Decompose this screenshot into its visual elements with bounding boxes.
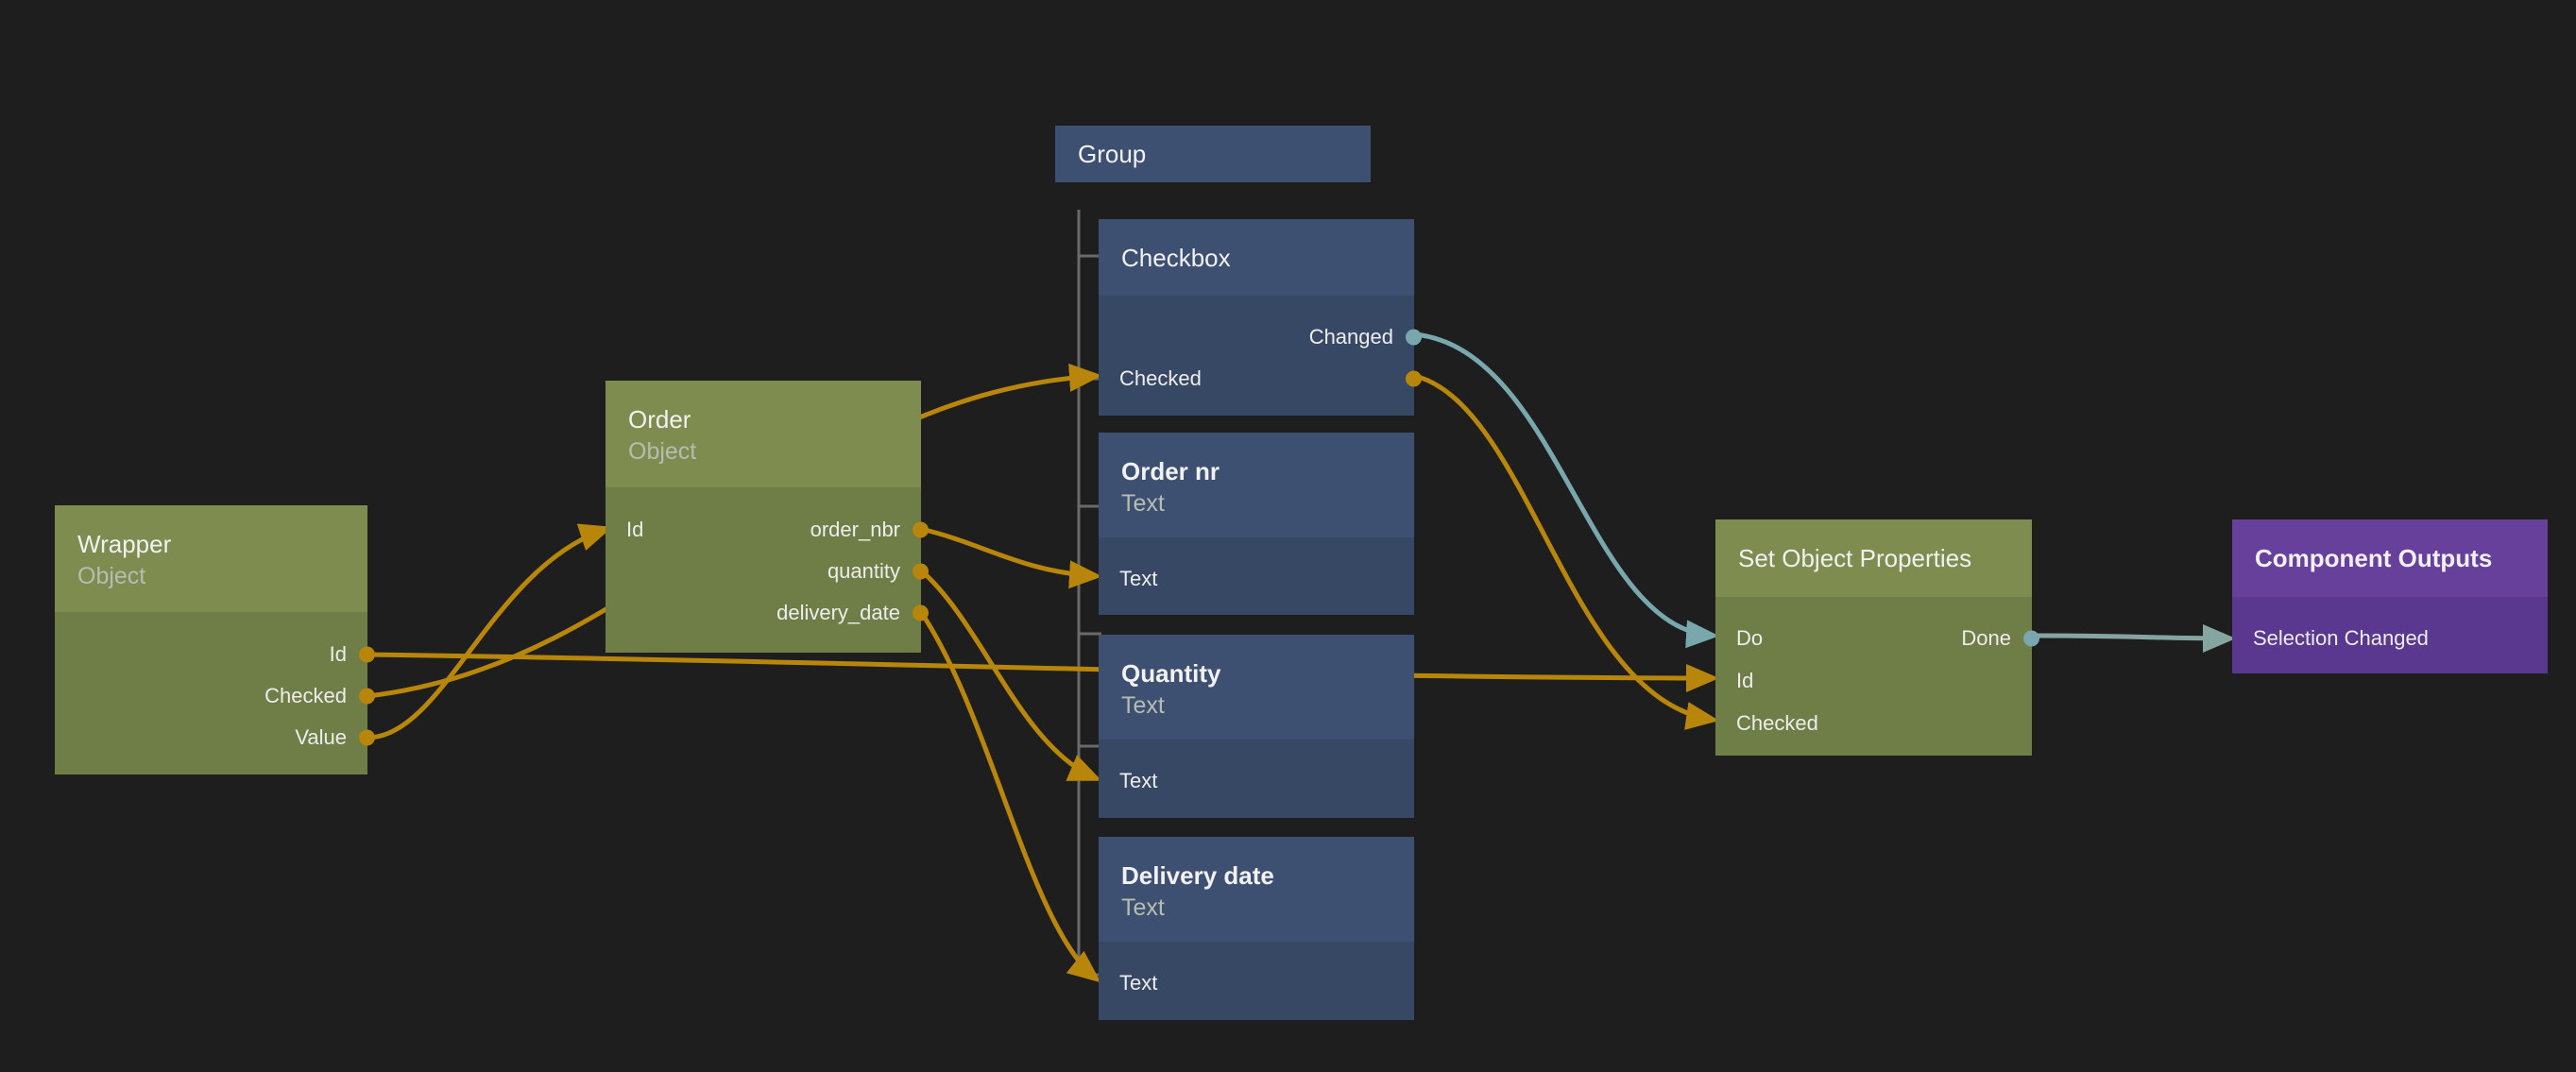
node-order-header: Order Object — [606, 381, 921, 487]
port-quantity-in-text[interactable]: Text — [1099, 769, 1414, 793]
node-order-nr-body: Text — [1099, 537, 1414, 615]
port-dot-order-nbr[interactable] — [913, 522, 929, 538]
port-dot-id[interactable] — [359, 647, 375, 663]
node-checkbox-body: Changed Checked — [1099, 296, 1414, 416]
node-set-object-properties-body: Do Done Id Checked — [1715, 597, 2032, 756]
node-order-body: Id order_nbr quantity delivery_date — [606, 487, 921, 653]
port-label-text: Text — [1119, 771, 1157, 791]
node-order[interactable]: Order Object Id order_nbr quantity deliv… — [606, 381, 921, 653]
node-set-object-properties-title: Set Object Properties — [1738, 544, 2009, 573]
port-order-nr-in-text[interactable]: Text — [1099, 567, 1414, 591]
node-component-outputs-body: Selection Changed — [2232, 597, 2548, 673]
node-set-object-properties-header: Set Object Properties — [1715, 519, 2032, 597]
port-label-text: Text — [1119, 973, 1157, 994]
node-delivery-date-title: Delivery date — [1121, 861, 1391, 891]
port-label-quantity: quantity — [827, 561, 900, 582]
edge-order-deliverydate-to-deliverydate-text — [921, 612, 1096, 978]
port-dot-quantity[interactable] — [913, 564, 929, 580]
edge-wrapper-id-to-sop-id — [367, 655, 1713, 678]
node-order-subtitle: Object — [628, 437, 898, 466]
port-checkbox-out-secondary[interactable] — [1099, 366, 1414, 391]
port-delivery-date-in-text[interactable]: Text — [1099, 971, 1414, 995]
node-wrapper-subtitle: Object — [77, 562, 345, 590]
port-sop-out-done[interactable]: Done — [1715, 626, 2032, 651]
edge-wrapper-value-to-order-id — [367, 529, 606, 738]
port-dot-checked[interactable] — [359, 689, 375, 705]
port-sop-in-id[interactable]: Id — [1715, 669, 2032, 693]
port-component-outputs-in-selection-changed[interactable]: Selection Changed — [2232, 626, 2548, 651]
port-order-out-delivery-date[interactable]: delivery_date — [606, 601, 921, 625]
port-checkbox-out-changed[interactable]: Changed — [1099, 325, 1414, 349]
node-delivery-date-body: Text — [1099, 942, 1414, 1020]
node-component-outputs[interactable]: Component Outputs Selection Changed — [2232, 519, 2548, 673]
port-label-changed: Changed — [1309, 327, 1393, 348]
port-dot-changed[interactable] — [1406, 330, 1422, 346]
node-component-outputs-header: Component Outputs — [2232, 519, 2548, 597]
edge-checkbox-changed-to-sop-do — [1415, 334, 1713, 636]
port-label-checked: Checked — [264, 686, 347, 706]
port-label-order-nbr: order_nbr — [810, 519, 900, 540]
node-order-nr[interactable]: Order nr Text Text — [1099, 433, 1414, 615]
edge-order-nbr-to-ordernr-text — [921, 529, 1096, 576]
group-node[interactable]: Group — [1055, 126, 1371, 182]
port-label-value: Value — [295, 727, 347, 748]
edge-order-quantity-to-quantity-text — [921, 570, 1096, 778]
node-checkbox-title: Checkbox — [1121, 244, 1391, 273]
port-label-text: Text — [1119, 569, 1157, 589]
port-label-id: Id — [1736, 671, 1753, 691]
port-label-id: Id — [330, 644, 347, 665]
port-wrapper-out-checked[interactable]: Checked — [55, 684, 367, 708]
port-dot-secondary[interactable] — [1406, 371, 1422, 387]
port-label-selection-changed: Selection Changed — [2253, 628, 2429, 649]
port-label-done: Done — [1961, 628, 2011, 649]
port-label-delivery-date: delivery_date — [776, 603, 900, 623]
node-quantity[interactable]: Quantity Text Text — [1099, 635, 1414, 818]
node-delivery-date-subtitle: Text — [1121, 893, 1391, 922]
node-order-title: Order — [628, 405, 898, 434]
node-order-nr-title: Order nr — [1121, 457, 1391, 486]
node-quantity-title: Quantity — [1121, 659, 1391, 689]
port-sop-in-checked[interactable]: Checked — [1715, 711, 2032, 736]
node-wrapper-title: Wrapper — [77, 530, 345, 559]
node-quantity-subtitle: Text — [1121, 691, 1391, 720]
node-checkbox-header: Checkbox — [1099, 219, 1414, 296]
node-delivery-date[interactable]: Delivery date Text Text — [1099, 837, 1414, 1020]
node-order-nr-header: Order nr Text — [1099, 433, 1414, 537]
port-dot-value[interactable] — [359, 730, 375, 746]
node-delivery-date-header: Delivery date Text — [1099, 837, 1414, 942]
group-node-label: Group — [1078, 140, 1146, 169]
node-quantity-header: Quantity Text — [1099, 635, 1414, 740]
node-component-outputs-title: Component Outputs — [2255, 544, 2525, 573]
node-wrapper-header: Wrapper Object — [55, 505, 367, 612]
node-set-object-properties[interactable]: Set Object Properties Do Done Id Checked — [1715, 519, 2032, 756]
node-wrapper-body: Id Checked Value — [55, 612, 367, 774]
node-quantity-body: Text — [1099, 740, 1414, 818]
edge-sop-done-to-component-outputs — [2036, 636, 2229, 638]
node-wrapper[interactable]: Wrapper Object Id Checked Value — [55, 505, 367, 774]
port-order-out-order-nbr[interactable]: order_nbr — [606, 518, 921, 542]
port-label-checked: Checked — [1736, 713, 1818, 734]
port-wrapper-out-value[interactable]: Value — [55, 725, 367, 750]
edge-checkbox-out-to-sop-checked — [1415, 376, 1713, 720]
node-order-nr-subtitle: Text — [1121, 489, 1391, 518]
node-checkbox[interactable]: Checkbox Changed Checked — [1099, 219, 1414, 416]
port-wrapper-out-id[interactable]: Id — [55, 642, 367, 667]
port-dot-done[interactable] — [2023, 631, 2039, 647]
port-order-out-quantity[interactable]: quantity — [606, 559, 921, 584]
port-dot-delivery-date[interactable] — [913, 605, 929, 621]
